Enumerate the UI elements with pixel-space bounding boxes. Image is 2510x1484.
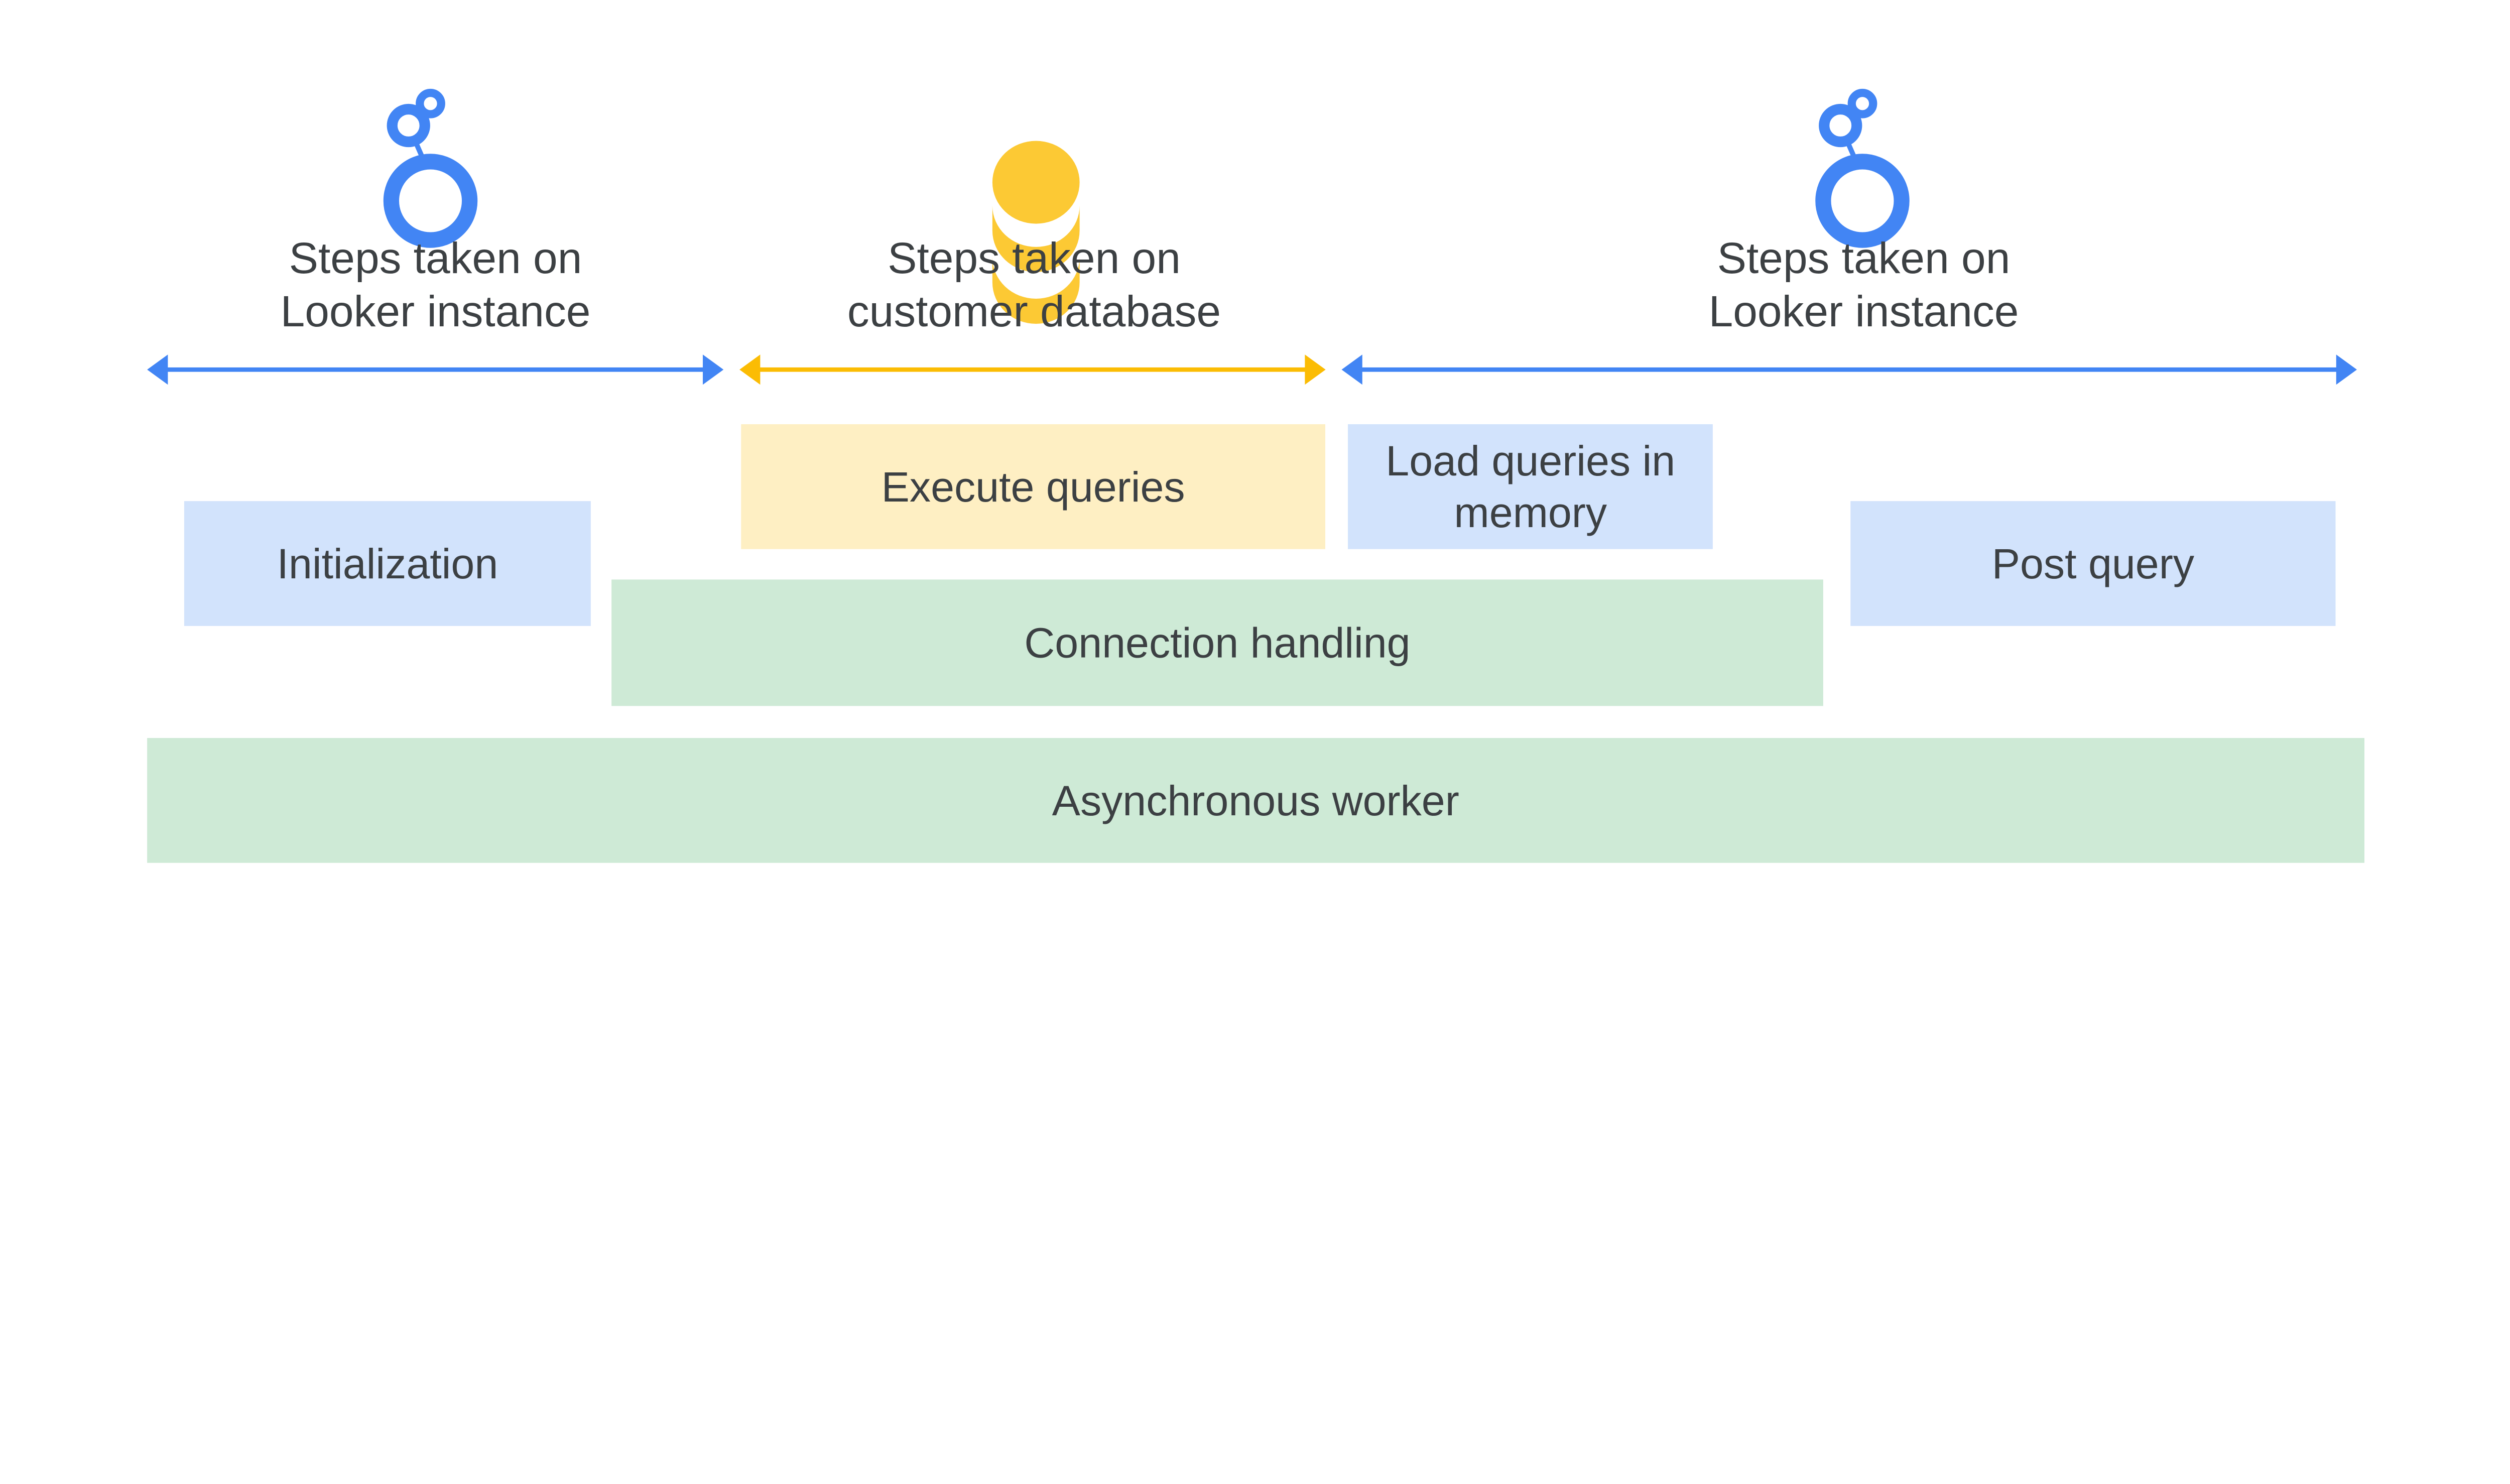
- box-post-query: Post query: [1850, 501, 2336, 626]
- box-label: Connection handling: [1024, 619, 1410, 666]
- box-asynchronous-worker: Asynchronous worker: [147, 738, 2364, 863]
- box-label: Asynchronous worker: [1052, 777, 1459, 824]
- database-icon: [992, 141, 1080, 324]
- double-arrow-looker-left: [147, 354, 724, 385]
- section-title-line2: Looker instance: [281, 287, 591, 336]
- section-title-line1: Steps taken on: [289, 233, 582, 283]
- looker-logo-icon: [391, 93, 469, 240]
- box-label-line1: Load queries in: [1386, 437, 1675, 484]
- section-looker-left: Steps taken on Looker instance: [147, 93, 724, 385]
- section-title-line1: Steps taken on: [1717, 233, 2011, 283]
- box-initialization: Initialization: [184, 501, 591, 626]
- query-lifecycle-diagram: Steps taken on Looker instance Steps tak…: [147, 0, 2364, 863]
- box-execute-queries: Execute queries: [741, 424, 1325, 549]
- box-connection-handling: Connection handling: [611, 579, 1823, 706]
- double-arrow-looker-right: [1341, 354, 2357, 385]
- box-label-line2: memory: [1454, 489, 1607, 536]
- section-title-line1: Steps taken on: [888, 233, 1181, 283]
- section-title-line2: Looker instance: [1709, 287, 2019, 336]
- box-label: Initialization: [277, 540, 498, 587]
- box-label: Execute queries: [882, 463, 1185, 511]
- double-arrow-database: [739, 354, 1326, 385]
- box-load-queries: Load queries in memory: [1348, 424, 1713, 549]
- section-looker-right: Steps taken on Looker instance: [1341, 93, 2357, 385]
- section-title-line2: customer database: [847, 287, 1221, 336]
- looker-logo-icon: [1823, 93, 1902, 240]
- box-label: Post query: [1992, 540, 2195, 587]
- section-database: Steps taken on customer database: [739, 141, 1326, 385]
